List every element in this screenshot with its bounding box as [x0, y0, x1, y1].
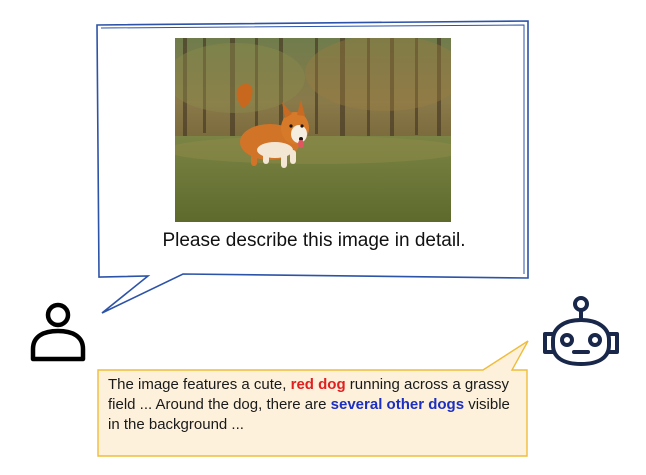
- reply-highlight-red-dog: red dog: [290, 376, 346, 393]
- assistant-reply-text: The image features a cute, red dog runni…: [108, 375, 518, 435]
- user-prompt-text: Please describe this image in detail.: [162, 230, 466, 251]
- reply-part-1: The image features a cute,: [108, 376, 291, 393]
- corgi-photo: [175, 38, 451, 222]
- robot-icon: [543, 296, 619, 366]
- user-speech-bubble-inner: [100, 24, 525, 274]
- assistant-speech-bubble: [97, 340, 529, 457]
- reply-highlight-other-dogs: several other dogs: [330, 396, 465, 413]
- reply-part-3: visible in the background ...: [108, 396, 510, 433]
- reply-part-2: running across a grassy field ... Around…: [108, 376, 510, 413]
- user-icon: [30, 302, 86, 362]
